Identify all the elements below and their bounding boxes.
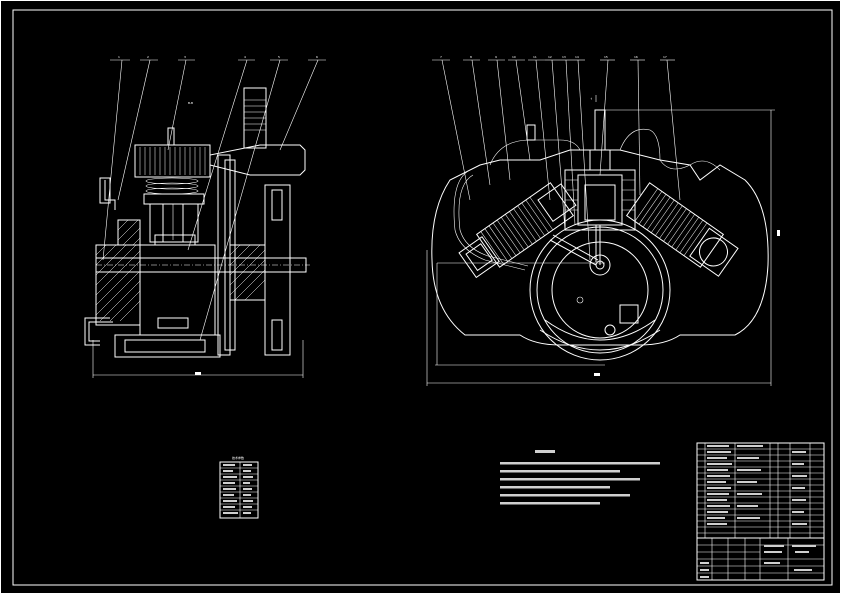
v-engine-view: ↑ 7 8 9 10 <box>426 55 780 386</box>
svg-text:↑: ↑ <box>590 97 593 101</box>
svg-text:17: 17 <box>663 55 667 59</box>
svg-text:8: 8 <box>470 55 472 59</box>
cylinder-bore <box>149 203 199 246</box>
svg-text:6: 6 <box>316 55 318 59</box>
top-pipes <box>453 124 721 271</box>
title-block <box>696 442 825 581</box>
oil-pipe <box>84 177 116 346</box>
svg-text:3: 3 <box>184 55 186 59</box>
svg-text:5: 5 <box>278 55 280 59</box>
svg-text:11: 11 <box>533 55 537 59</box>
right-cylinder <box>625 182 739 277</box>
cylinder-head: B-B <box>134 101 211 205</box>
casing-outline <box>431 149 769 346</box>
section-view: 1 2 3 4 5 6 B-B <box>84 55 326 378</box>
svg-text:10: 10 <box>512 55 516 59</box>
svg-text:16: 16 <box>634 55 638 59</box>
crankcase <box>114 244 221 358</box>
svg-text:15: 15 <box>604 55 608 59</box>
inner-frame <box>12 9 833 586</box>
svg-text:4: 4 <box>244 55 246 59</box>
svg-text:B-B: B-B <box>188 101 193 105</box>
left-cylinder <box>458 182 577 279</box>
technical-notes <box>500 450 660 505</box>
svg-text:9: 9 <box>495 55 497 59</box>
pulley <box>209 87 306 356</box>
right-callout-leaders: 7 8 9 10 11 12 13 14 15 16 17 <box>432 55 681 261</box>
parameter-table: 技术参数 <box>219 455 259 519</box>
svg-text:14: 14 <box>575 55 579 59</box>
svg-text:2: 2 <box>147 55 149 59</box>
svg-text:13: 13 <box>562 55 566 59</box>
svg-text:12: 12 <box>548 55 552 59</box>
center-cylinder <box>549 109 636 266</box>
svg-text:1: 1 <box>118 55 120 59</box>
svg-text:技术参数: 技术参数 <box>232 455 244 460</box>
svg-text:7: 7 <box>440 55 442 59</box>
